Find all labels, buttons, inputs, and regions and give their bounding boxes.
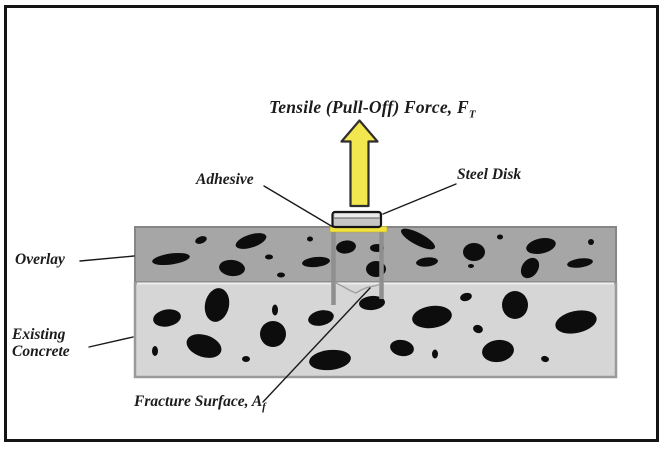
aggregate-spot xyxy=(219,259,245,277)
aggregate-spot xyxy=(152,346,158,356)
aggregate-spot xyxy=(400,228,436,250)
aggregate-spot xyxy=(555,310,597,334)
aggregate-spot xyxy=(186,334,222,358)
aggregate-spot xyxy=(497,234,503,240)
aggregate-spot xyxy=(308,310,334,326)
adhesive-label: Adhesive xyxy=(196,171,254,188)
aggregate-spot xyxy=(520,257,540,279)
aggregate-spot xyxy=(432,349,438,359)
aggregate-spot xyxy=(195,236,207,244)
aggregate-spot xyxy=(359,295,385,311)
figure-border xyxy=(4,5,659,442)
fracture-leader-line xyxy=(262,287,371,403)
title-tensile-force: Tensile (Pull-Off) Force, FT xyxy=(269,97,476,120)
fracture-label-text: Fracture Surface, A xyxy=(134,393,263,410)
aggregate-spot xyxy=(242,356,250,362)
aggregate-spot xyxy=(541,355,549,363)
fracture-surface-line xyxy=(335,282,382,294)
aggregate-spot xyxy=(309,349,351,371)
aggregate-spot xyxy=(302,256,330,268)
aggregate-spot xyxy=(567,258,593,268)
aggregate-spot xyxy=(588,239,594,245)
title-subscript: T xyxy=(468,108,476,121)
aggregate-spot xyxy=(260,321,286,347)
existing-concrete-label: Existing Concrete xyxy=(12,326,70,361)
aggregate-spot xyxy=(412,305,452,329)
overlay-label: Overlay xyxy=(15,251,65,268)
aggregate-spot xyxy=(336,240,356,254)
aggregate-spot xyxy=(235,233,267,249)
aggregate-spot xyxy=(526,238,556,254)
aggregate-spot xyxy=(307,236,313,242)
tensile-force-arrow xyxy=(340,119,379,208)
leader-lines xyxy=(79,183,457,403)
aggregate-spot xyxy=(390,339,414,357)
aggregate-spot xyxy=(265,254,273,260)
fracture-surface-label: Fracture Surface, Af xyxy=(134,393,266,414)
aggregate-spot xyxy=(277,272,285,278)
aggregate-spot xyxy=(460,292,472,302)
title-text: Tensile (Pull-Off) Force, F xyxy=(269,97,469,117)
aggregate-spot xyxy=(482,339,514,363)
core-cut-lines xyxy=(331,229,384,305)
aggregate-spot xyxy=(463,243,485,261)
aggregate-spot xyxy=(473,324,483,334)
aggregate-spot xyxy=(153,309,181,327)
existing-concrete-leader-line xyxy=(88,336,134,348)
overlay-aggregates xyxy=(152,228,594,279)
aggregate-spot xyxy=(272,304,278,316)
steel-disk-top-face xyxy=(334,213,379,218)
overlay-leader-line xyxy=(79,255,135,262)
concrete-aggregates xyxy=(152,288,597,371)
adhesive-leader-line xyxy=(263,185,334,228)
steel-disk-leader-line xyxy=(382,183,457,215)
aggregate-spot xyxy=(204,288,230,322)
fracture-label-subscript: f xyxy=(262,401,266,414)
aggregate-spot xyxy=(468,264,474,268)
steel-disk-label: Steel Disk xyxy=(457,166,522,183)
aggregate-spot xyxy=(502,291,528,319)
aggregate-spot xyxy=(152,252,190,266)
steel-disk xyxy=(331,210,383,229)
aggregate-spot xyxy=(416,257,438,267)
